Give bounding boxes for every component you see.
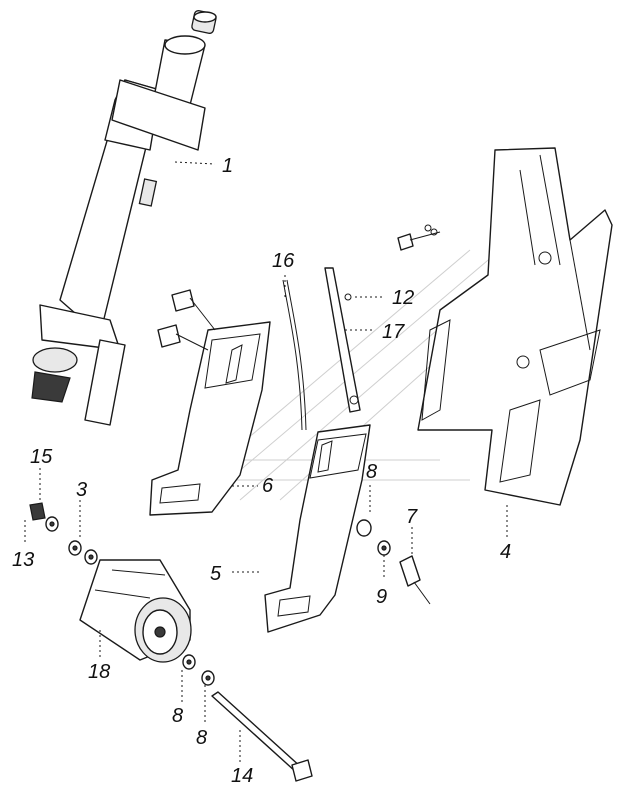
steering-column — [31, 10, 217, 426]
support-bracket — [417, 147, 613, 506]
fastener-stack — [356, 519, 431, 605]
callout-8-upper: 8 — [366, 461, 377, 483]
cylinder-18 — [79, 559, 192, 663]
bracket-plate-5 — [264, 424, 371, 633]
callout-14: 14 — [231, 765, 253, 787]
callout-6: 6 — [262, 475, 274, 497]
callout-17: 17 — [382, 321, 405, 343]
callout-18: 18 — [88, 661, 110, 683]
callout-15: 15 — [30, 446, 53, 468]
callout-8-lower-right: 8 — [196, 727, 207, 749]
callout-4: 4 — [500, 541, 511, 563]
bolt-top — [397, 224, 441, 251]
callout-5: 5 — [210, 563, 222, 585]
callout-1: 1 — [222, 155, 233, 177]
callout-16: 16 — [272, 250, 295, 272]
left-fasteners — [29, 502, 98, 565]
callout-8-lower-left: 8 — [172, 705, 183, 727]
callout-12: 12 — [392, 287, 414, 309]
callout-7: 7 — [406, 506, 418, 528]
bolt-14 — [211, 691, 313, 782]
washers-8 — [182, 654, 215, 686]
leader-lines — [24, 161, 508, 765]
callout-9: 9 — [376, 586, 387, 608]
bracket-plate-6 — [149, 289, 271, 516]
rod-16 — [282, 279, 307, 431]
callout-labels: 1 12 16 17 6 8 7 5 9 4 15 3 13 18 8 8 14 — [12, 155, 511, 787]
callout-13: 13 — [12, 549, 34, 571]
callout-3: 3 — [76, 479, 87, 501]
strip-17 — [324, 267, 361, 413]
